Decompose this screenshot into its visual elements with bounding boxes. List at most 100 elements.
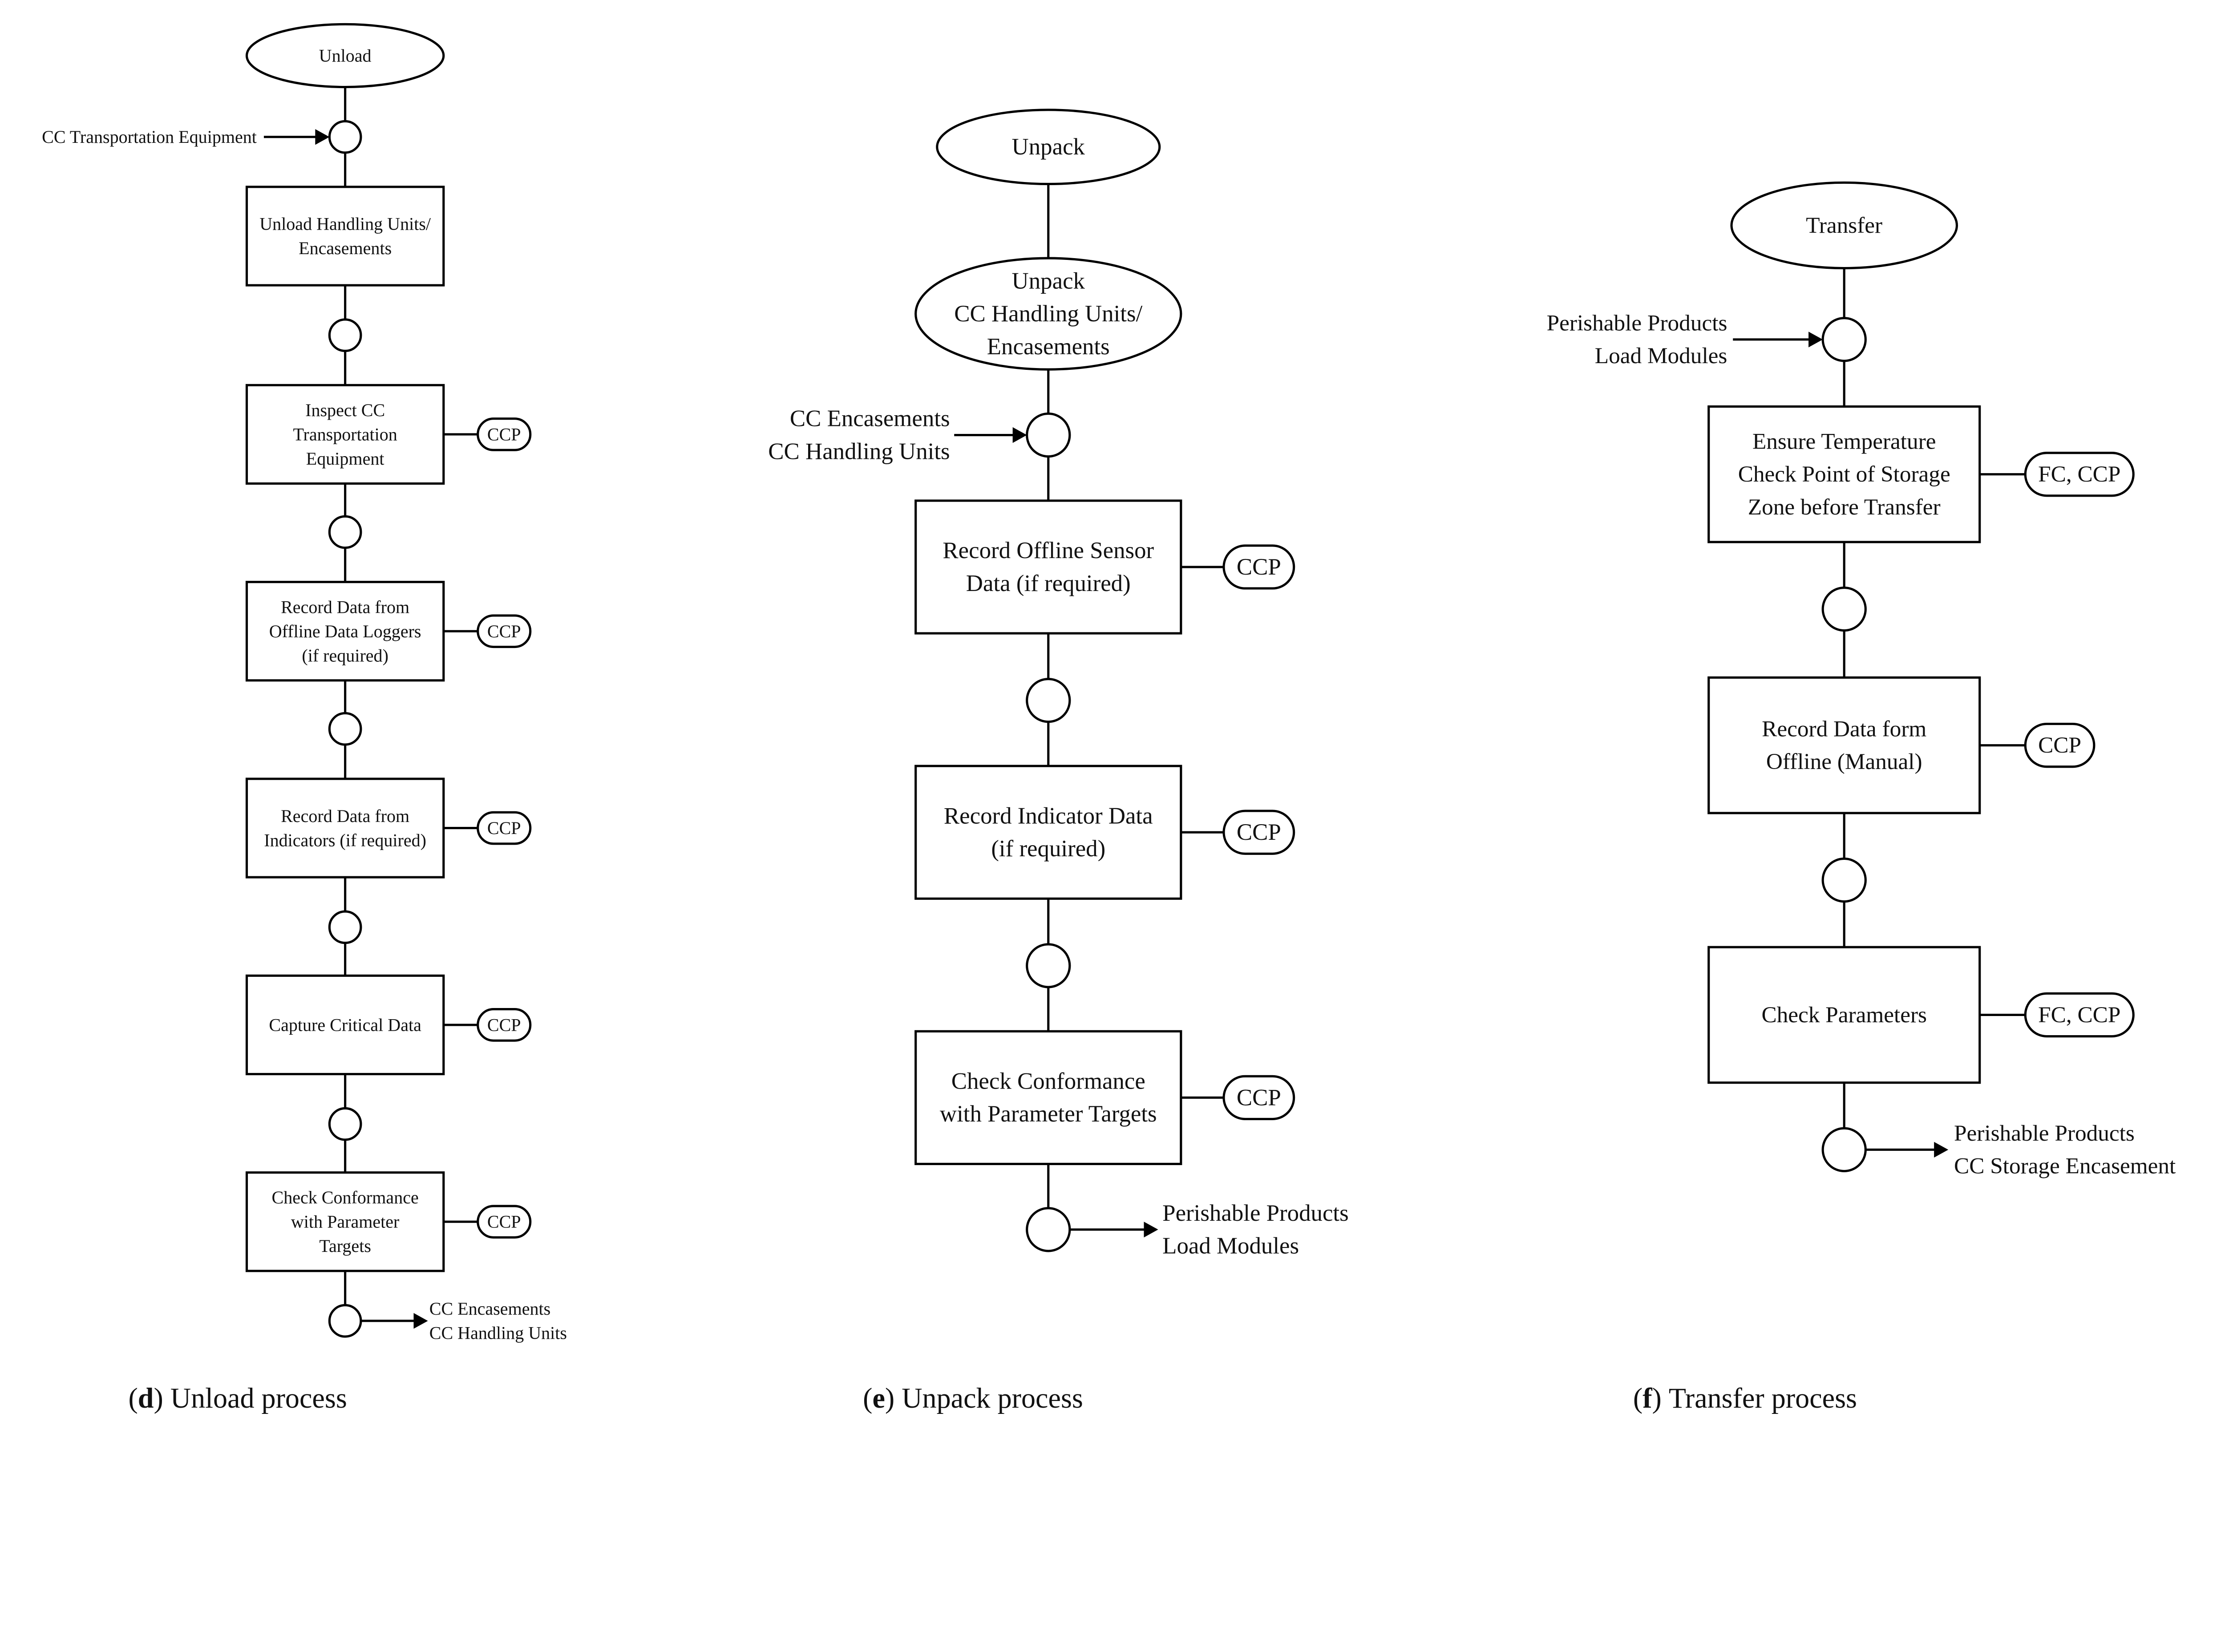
junction-circle	[1026, 1207, 1071, 1252]
junction-circle	[328, 318, 362, 352]
control-point-label: CCP	[487, 1212, 521, 1232]
process-label: Ensure Temperature	[1752, 429, 1936, 454]
process-label: Unload Handling Units/	[259, 214, 431, 234]
control-point-label: CCP	[1237, 554, 1281, 580]
caption-paren: (	[863, 1382, 872, 1414]
control-point-label: CCP	[487, 1015, 521, 1035]
process-label: Transportation	[293, 424, 397, 444]
panel-caption: (d) Unload process	[128, 1382, 347, 1414]
control-point-badge	[477, 1205, 532, 1239]
input-label: CC Encasements	[790, 406, 950, 432]
start-label: Unload	[319, 45, 372, 65]
junction-circle	[1026, 943, 1071, 988]
control-point-badge	[1222, 810, 1295, 855]
control-point-badge	[2024, 723, 2096, 768]
subprocess-label: CC Handling Units/	[954, 301, 1142, 327]
arrow-head	[1012, 427, 1027, 443]
process-box	[1707, 676, 1981, 814]
caption-paren: (	[1633, 1382, 1642, 1414]
panel-caption: (f) Transfer process	[1633, 1382, 1857, 1414]
process-box	[914, 499, 1182, 635]
caption-text: Transfer process	[1669, 1382, 1857, 1414]
control-point-label: FC, CCP	[2038, 462, 2120, 487]
process-step: Unload Handling Units/Encasements	[245, 186, 445, 287]
start-label: Transfer	[1806, 213, 1882, 238]
junction-circle	[328, 910, 362, 944]
output-label: CC Encasements	[429, 1299, 550, 1319]
process-label: Offline (Manual)	[1766, 749, 1922, 774]
control-point-badge	[477, 614, 532, 648]
caption-paren: )	[885, 1382, 902, 1414]
process-label: Inspect CC	[305, 400, 385, 420]
control-point-label: CCP	[487, 818, 521, 838]
junction-circle	[328, 120, 362, 154]
input-arrow	[263, 129, 330, 145]
input-label: CC Transportation Equipment	[42, 127, 257, 147]
process-label: Equipment	[306, 449, 384, 469]
process-label: Record Offline Sensor	[943, 538, 1154, 563]
control-point-label: CCP	[2038, 733, 2081, 758]
control-point-badge	[1222, 1075, 1295, 1120]
caption-text: Unpack process	[902, 1382, 1083, 1414]
subprocess-label: Encasements	[987, 334, 1110, 360]
arrow-head	[1934, 1142, 1949, 1158]
process-label: Encasements	[299, 238, 392, 258]
input-arrow	[1733, 332, 1823, 348]
process-label: Indicators (if required)	[264, 830, 426, 850]
arrow-head	[1808, 332, 1823, 348]
output-label: Perishable Products	[1954, 1121, 2135, 1146]
process-label: Record Data from	[281, 806, 409, 826]
control-point-label: CCP	[487, 424, 521, 444]
process-label: Targets	[319, 1236, 371, 1256]
input-label: CC Handling Units	[768, 438, 950, 464]
output-label: Load Modules	[1162, 1233, 1299, 1259]
arrow-head	[1144, 1222, 1158, 1238]
process-label: Check Conformance	[272, 1187, 419, 1207]
panel-caption: (e) Unpack process	[863, 1382, 1083, 1414]
input-label: Perishable Products	[1547, 310, 1727, 336]
process-box	[245, 777, 445, 879]
junction-circle	[1821, 1127, 1867, 1172]
caption-text: Unload process	[170, 1382, 347, 1414]
control-point-badge	[2024, 992, 2135, 1038]
process-step: Record Indicator Data(if required)CCP	[914, 765, 1295, 900]
caption-letter: d	[138, 1382, 154, 1414]
output-arrow	[360, 1313, 428, 1329]
control-point-label: CCP	[1237, 819, 1281, 845]
junction-circle	[1821, 586, 1867, 632]
process-label: Offline Data Loggers	[269, 621, 421, 641]
control-point-badge	[1222, 544, 1295, 590]
output-arrow	[1069, 1222, 1158, 1238]
process-box	[1707, 946, 1981, 1084]
process-label: Zone before Transfer	[1748, 494, 1941, 520]
process-label: Record Data form	[1762, 716, 1926, 741]
control-point-badge	[2024, 452, 2135, 497]
control-point-label: CCP	[487, 621, 521, 641]
output-label: CC Handling Units	[429, 1323, 567, 1343]
input-label: Load Modules	[1595, 343, 1727, 368]
arrow-head	[413, 1313, 428, 1329]
process-box	[914, 765, 1182, 900]
process-label: Record Data from	[281, 597, 409, 617]
output-label: CC Storage Encasement	[1954, 1154, 2176, 1179]
process-label: (if required)	[991, 836, 1105, 862]
control-point-label: CCP	[1237, 1085, 1281, 1110]
caption-paren: )	[154, 1382, 170, 1414]
caption-letter: e	[872, 1382, 885, 1414]
junction-circle	[1026, 412, 1071, 458]
process-box	[245, 186, 445, 287]
junction-circle	[1821, 317, 1867, 362]
caption-paren: (	[128, 1382, 138, 1414]
